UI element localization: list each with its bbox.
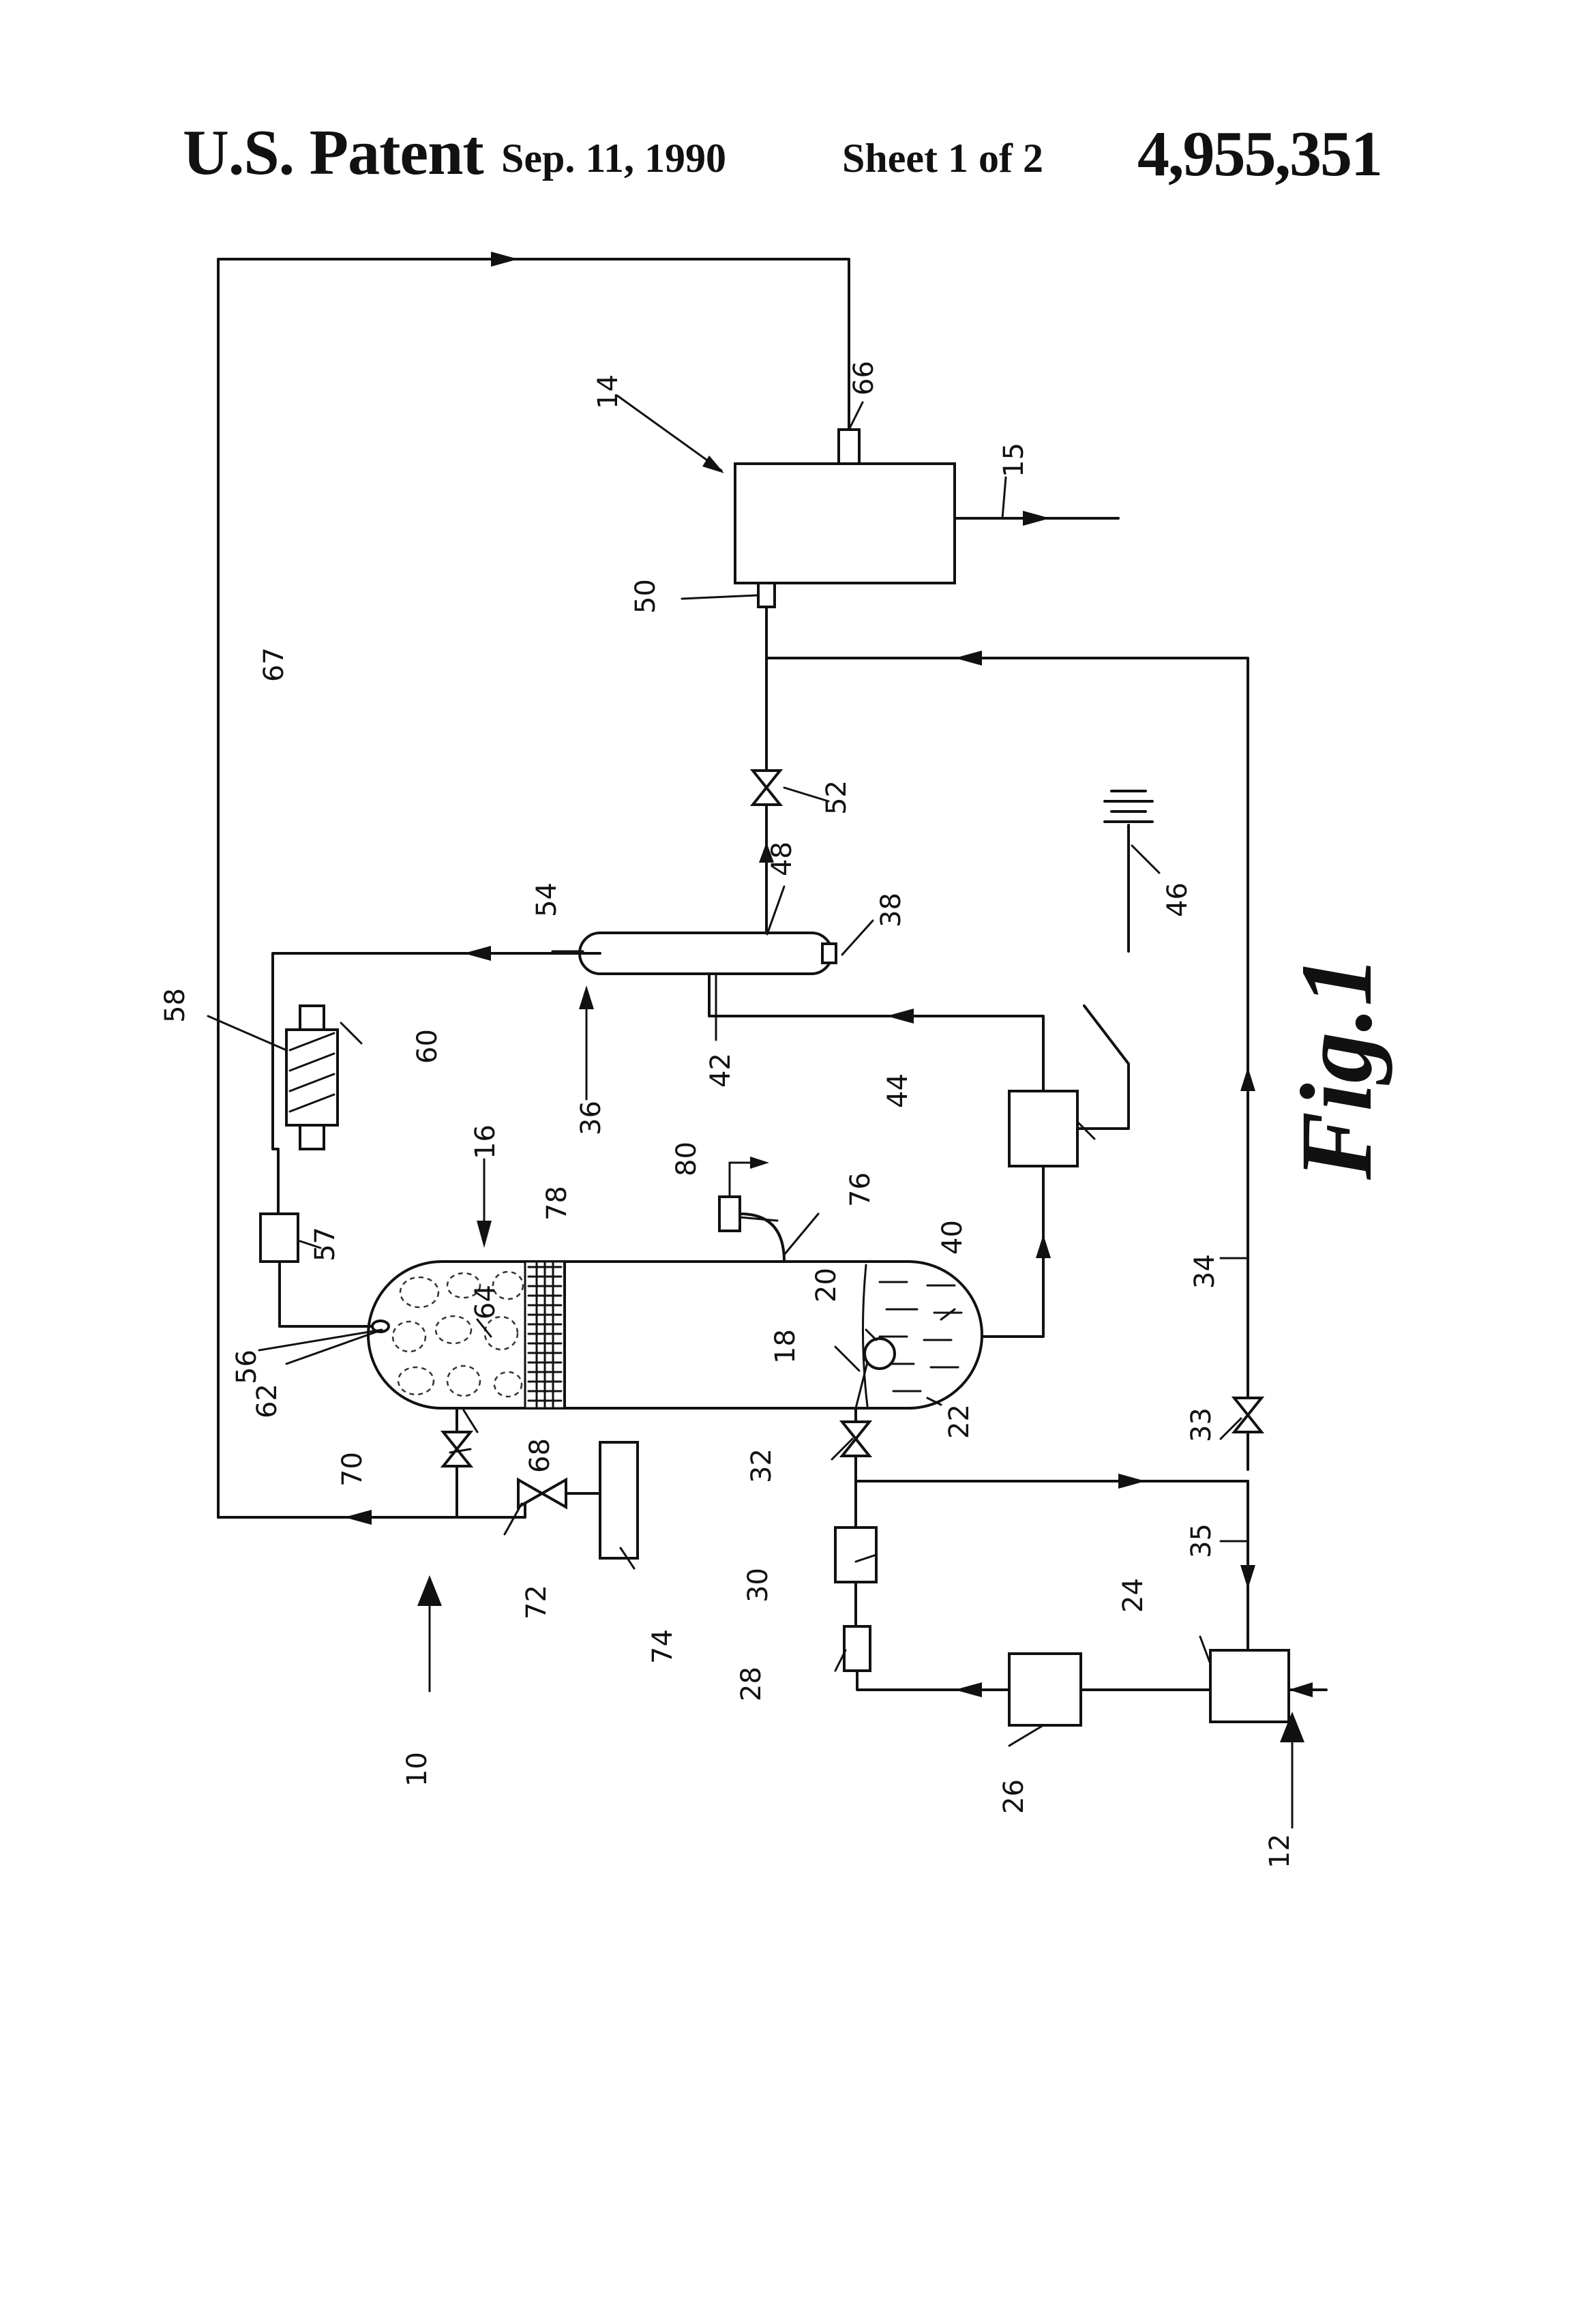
unit-28 (844, 1626, 870, 1671)
pointer-14 (617, 396, 721, 471)
line-56 (280, 1262, 378, 1326)
flow-arrow-54 (464, 946, 491, 961)
line-40 (975, 1166, 1043, 1337)
ref-57: 57 (310, 1227, 341, 1262)
line-28-26 (857, 1671, 1009, 1690)
feed-in-arrow (1289, 1682, 1313, 1697)
ref-68: 68 (524, 1438, 556, 1473)
flow-arrow-42 (886, 1009, 914, 1024)
ref-72: 72 (521, 1585, 552, 1620)
ref-44: 44 (882, 1073, 914, 1108)
flow-arrow-34-up (1240, 1067, 1255, 1091)
valve-32 (842, 1422, 869, 1456)
ref-20: 20 (811, 1268, 842, 1302)
outlet-66 (839, 430, 859, 464)
inlet-50 (758, 583, 775, 607)
ref-15: 15 (998, 443, 1030, 477)
fitting-38 (822, 944, 836, 963)
ref-26: 26 (998, 1779, 1030, 1814)
ref-36: 36 (576, 1101, 607, 1135)
port-60 (300, 1006, 324, 1030)
ref-50: 50 (630, 579, 661, 614)
ref-74: 74 (647, 1629, 678, 1664)
cell-44 (1009, 1091, 1077, 1166)
battery-46 (1105, 791, 1152, 822)
ref-48: 48 (766, 841, 798, 876)
unit-30 (835, 1528, 876, 1582)
ref-34: 34 (1189, 1254, 1221, 1289)
valve-52 (753, 771, 780, 805)
ref-70: 70 (337, 1452, 368, 1487)
flow-arrow-26 (955, 1682, 982, 1697)
ref-58: 58 (160, 988, 191, 1023)
unit-26 (1009, 1654, 1081, 1725)
unit-57 (260, 1214, 298, 1262)
ref-10: 10 (402, 1752, 433, 1787)
arrow-36-head (579, 985, 594, 1009)
tank-74 (600, 1442, 638, 1558)
ref-30: 30 (743, 1568, 774, 1603)
ref-78: 78 (541, 1186, 573, 1221)
flow-arrow-product (1023, 511, 1050, 526)
flow-arrow-branch (1118, 1474, 1146, 1489)
vent-80-arrow (750, 1157, 769, 1169)
reactor-16 (368, 1262, 982, 1408)
ref-28: 28 (736, 1667, 767, 1701)
power-line-46 (1077, 1064, 1129, 1129)
ref-24: 24 (1118, 1578, 1149, 1613)
ref-22: 22 (944, 1404, 975, 1439)
ref-64: 64 (470, 1285, 501, 1320)
ref-14: 14 (593, 374, 624, 409)
ref-16: 16 (470, 1124, 501, 1159)
ref-62: 62 (252, 1384, 283, 1418)
vent-80 (730, 1163, 764, 1197)
flow-arrow-35 (1240, 1565, 1255, 1589)
ref-33: 33 (1186, 1407, 1217, 1442)
switch-46 (1084, 1006, 1129, 1064)
ref-56: 56 (231, 1350, 263, 1384)
ref-32: 32 (746, 1448, 777, 1483)
line-42 (709, 974, 1043, 1091)
ref-54: 54 (531, 882, 563, 917)
ref-46: 46 (1162, 882, 1193, 917)
valve-72 (518, 1480, 566, 1507)
flow-arrow-40 (1036, 1234, 1051, 1258)
ref-40: 40 (937, 1220, 968, 1255)
ref-35: 35 (1186, 1523, 1217, 1558)
separator-14 (735, 464, 955, 583)
figure-label: Fig.1 (1280, 955, 1393, 1180)
fitting-78 (719, 1197, 740, 1231)
ref-60: 60 (412, 1029, 443, 1064)
float-20 (865, 1339, 895, 1369)
heat-exchanger-36 (580, 933, 832, 974)
ref-42: 42 (705, 1053, 736, 1088)
port-58-bottom (300, 1125, 324, 1149)
ref-38: 38 (876, 893, 907, 927)
unit-24 (1210, 1650, 1289, 1722)
arrow-10-head (417, 1575, 442, 1606)
arrow-16-head (477, 1221, 492, 1248)
ref-18: 18 (770, 1329, 801, 1364)
ref-67: 67 (258, 647, 290, 682)
flow-arrow-top (491, 252, 518, 267)
ref-80: 80 (671, 1142, 702, 1176)
ref-12: 12 (1264, 1834, 1296, 1868)
ref-52: 52 (821, 780, 852, 815)
valve-33 (1234, 1398, 1262, 1432)
ref-76: 76 (845, 1172, 876, 1207)
flow-arrow-34-top (955, 651, 982, 666)
ref-66: 66 (848, 361, 880, 396)
